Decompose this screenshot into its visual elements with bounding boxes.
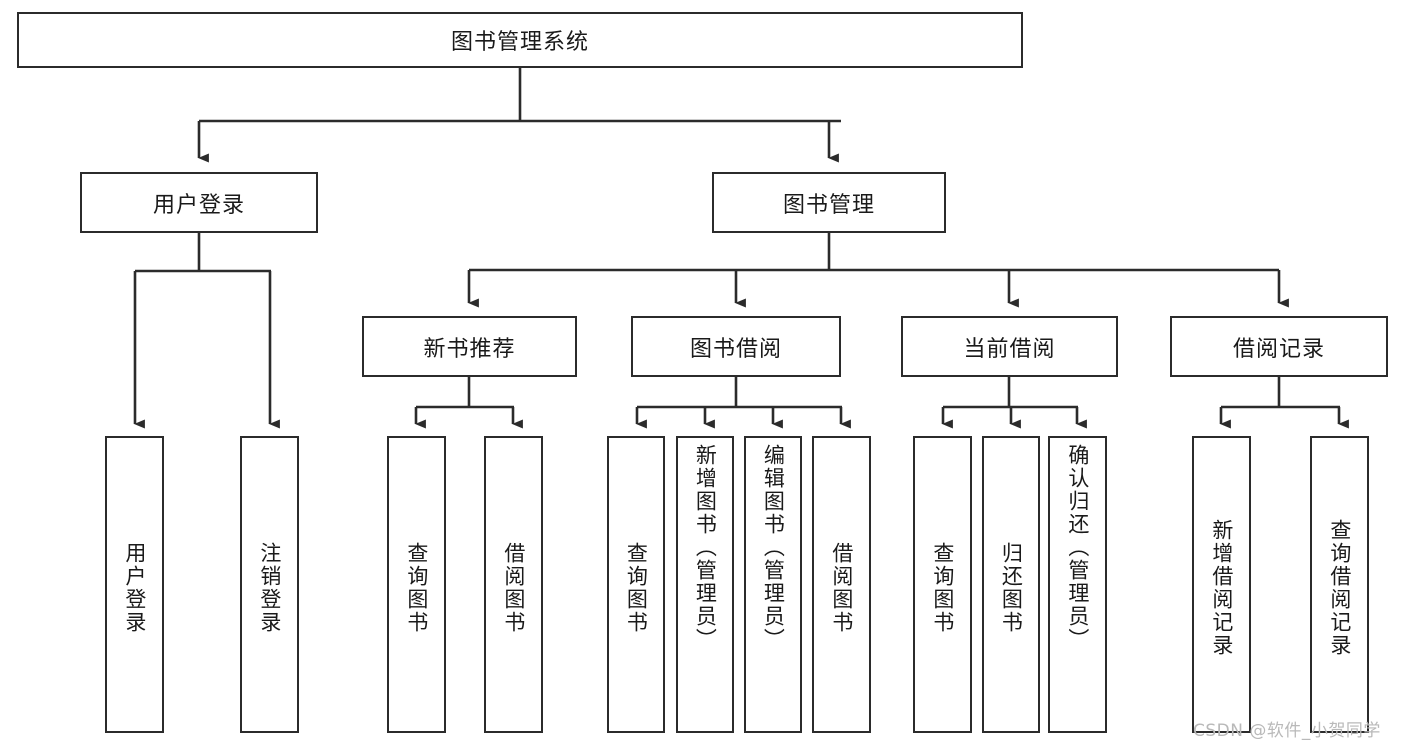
watermark: CSDN @软件_小贺同学 (1193, 721, 1381, 741)
leaf-confirm-return-admin[interactable]: 确认归还（管理员） (1048, 436, 1107, 733)
node-label: 查询图书 (930, 541, 955, 634)
leaf-query-book-current[interactable]: 查询图书 (913, 436, 972, 733)
node-label: 注销登录 (257, 541, 282, 634)
leaf-query-book-recommend[interactable]: 查询图书 (387, 436, 446, 733)
node-label: 图书管理 (782, 192, 875, 218)
node-label: 新增借阅记录 (1209, 518, 1234, 657)
node-label: 新增图书（管理员） (693, 444, 718, 651)
node-label: 编辑图书（管理员） (761, 444, 786, 651)
node-label: 当前借阅 (963, 336, 1056, 362)
leaf-borrow-book[interactable]: 借阅图书 (812, 436, 871, 733)
node-user-login[interactable]: 用户登录 (80, 172, 318, 233)
node-label: 新书推荐 (423, 336, 516, 362)
leaf-add-borrow-record[interactable]: 新增借阅记录 (1192, 436, 1251, 733)
leaf-add-book-admin[interactable]: 新增图书（管理员） (676, 436, 734, 733)
node-label: 用户登录 (152, 192, 245, 218)
leaf-query-book-borrow[interactable]: 查询图书 (607, 436, 665, 733)
node-borrow-record[interactable]: 借阅记录 (1170, 316, 1388, 377)
node-label: 查询借阅记录 (1327, 518, 1352, 657)
node-label: 借阅图书 (829, 541, 854, 634)
leaf-borrow-book-recommend[interactable]: 借阅图书 (484, 436, 543, 733)
leaf-return-book[interactable]: 归还图书 (982, 436, 1040, 733)
leaf-query-borrow-record[interactable]: 查询借阅记录 (1310, 436, 1369, 733)
node-root[interactable]: 图书管理系统 (17, 12, 1023, 68)
node-label: 确认归还（管理员） (1065, 444, 1090, 651)
node-label: 借阅记录 (1232, 336, 1325, 362)
leaf-user-login[interactable]: 用户登录 (105, 436, 164, 733)
node-label: 用户登录 (122, 541, 147, 634)
node-label: 图书管理系统 (450, 30, 589, 55)
node-label: 归还图书 (999, 541, 1024, 634)
leaf-logout[interactable]: 注销登录 (240, 436, 299, 733)
node-current-borrow[interactable]: 当前借阅 (901, 316, 1118, 377)
node-label: 借阅图书 (501, 541, 526, 634)
node-label: 查询图书 (624, 541, 649, 634)
node-new-book-recommend[interactable]: 新书推荐 (362, 316, 577, 377)
node-book-borrow[interactable]: 图书借阅 (631, 316, 841, 377)
leaf-edit-book-admin[interactable]: 编辑图书（管理员） (744, 436, 802, 733)
node-label: 图书借阅 (689, 336, 782, 362)
node-label: 查询图书 (404, 541, 429, 634)
node-book-management[interactable]: 图书管理 (712, 172, 946, 233)
